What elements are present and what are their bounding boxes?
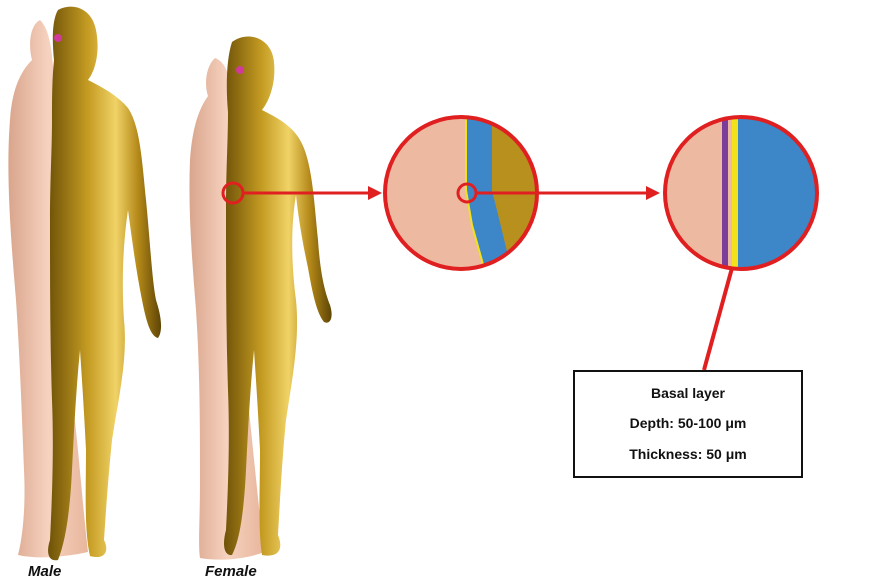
female-label: Female	[205, 563, 257, 580]
pointer-to-basal-layer	[704, 268, 732, 370]
female-gold-half	[224, 36, 332, 555]
arrow-head-2	[646, 186, 660, 200]
male-gold-half	[48, 7, 161, 561]
basal-layer-info-box: Basal layer Depth: 50-100 μm Thickness: …	[573, 370, 803, 478]
male-label: Male	[28, 563, 61, 580]
magnified-lens-2	[660, 110, 830, 280]
magnified-lens-1	[380, 110, 550, 280]
basal-layer-depth: Depth: 50-100 μm	[575, 415, 801, 431]
arrow-head-1	[368, 186, 382, 200]
basal-layer-thickness: Thickness: 50 μm	[575, 446, 801, 462]
basal-layer-title: Basal layer	[575, 385, 801, 401]
